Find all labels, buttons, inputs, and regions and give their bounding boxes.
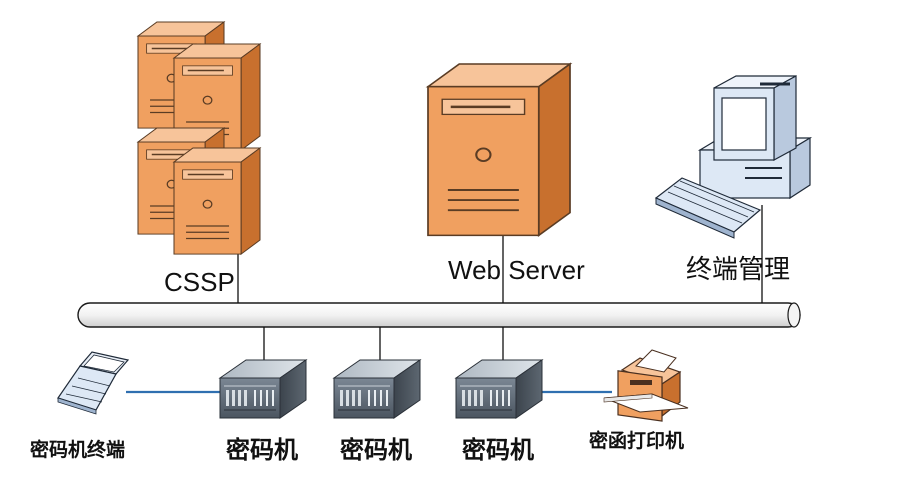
cssp-label: CSSP	[164, 267, 235, 297]
printer-icon	[603, 349, 689, 422]
sealed-printer-label: 密函打印机	[589, 429, 684, 452]
crypto-machine-2: 密码机	[333, 359, 421, 464]
desktop-computer-icon	[654, 74, 813, 239]
tower-server-icon	[426, 62, 572, 237]
laptop-icon	[57, 351, 130, 415]
crypto-machine-1: 密码机	[219, 359, 307, 464]
crypto-machine-3: 密码机	[455, 359, 543, 464]
server-cluster-icon	[137, 21, 261, 255]
network-bus	[77, 302, 801, 328]
crypto-machine-3-label: 密码机	[462, 436, 534, 464]
web-server-label: Web Server	[448, 255, 585, 285]
rack-server-icon	[455, 359, 543, 419]
rack-server-icon	[219, 359, 307, 419]
crypto-machine-1-label: 密码机	[226, 436, 298, 464]
terminal-mgmt-label: 终端管理	[686, 255, 790, 285]
crypto-machine-2-label: 密码机	[340, 436, 412, 464]
bus-connections	[237, 205, 763, 364]
crypto-terminal-label: 密码机终端	[30, 438, 125, 461]
rack-server-icon	[333, 359, 421, 419]
